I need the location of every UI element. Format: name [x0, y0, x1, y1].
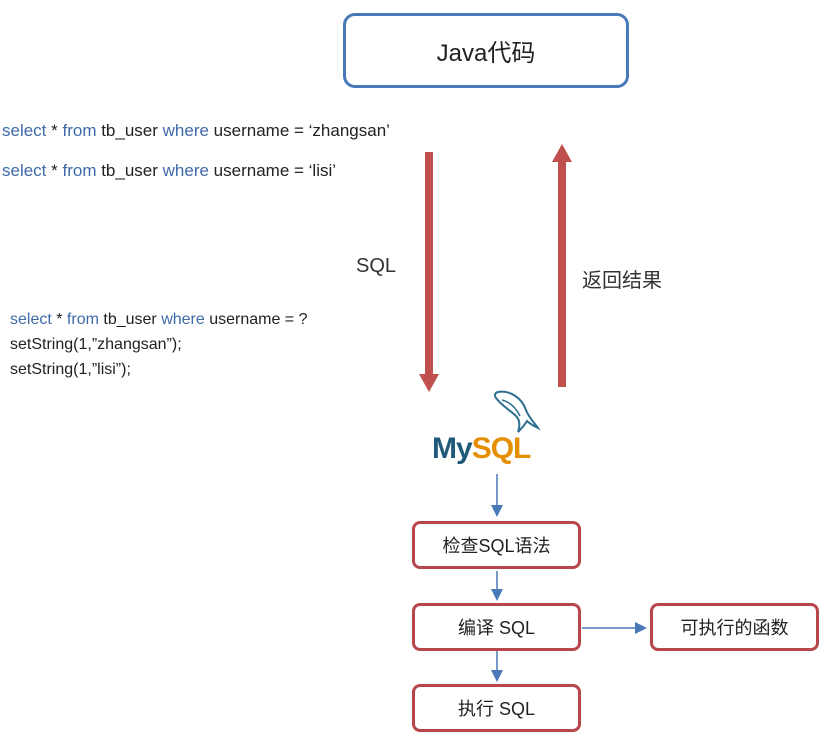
mysql-logo-sql: SQL — [471, 432, 532, 465]
sql-example-2: select * from tb_user where username = ‘… — [2, 161, 337, 180]
mysql-logo-my: My — [432, 432, 473, 465]
set-string-line-2: setString(1,”lisi”); — [10, 361, 131, 378]
executable-function-box: 可执行的函数 — [650, 603, 819, 651]
java-code-label: Java代码 — [436, 40, 536, 67]
compile-sql-box: 编译 SQL — [412, 603, 581, 651]
prepared-query: select * from tb_user where username = ? — [10, 311, 308, 328]
set-string-line-1: setString(1,”zhangsan”); — [10, 336, 182, 353]
sql-down-arrow — [419, 152, 439, 392]
dolphin-icon — [493, 390, 541, 433]
java-code-box: Java代码 — [343, 13, 629, 88]
result-arrow-label: 返回结果 — [582, 270, 662, 292]
mysql-logo: MySQL — [430, 388, 550, 468]
sql-example-1: select * from tb_user where username = ‘… — [2, 121, 390, 140]
result-up-arrow — [552, 144, 572, 387]
sql-arrow-label: SQL — [356, 255, 397, 277]
check-syntax-box: 检查SQL语法 — [412, 521, 581, 569]
execute-sql-box: 执行 SQL — [412, 684, 581, 732]
